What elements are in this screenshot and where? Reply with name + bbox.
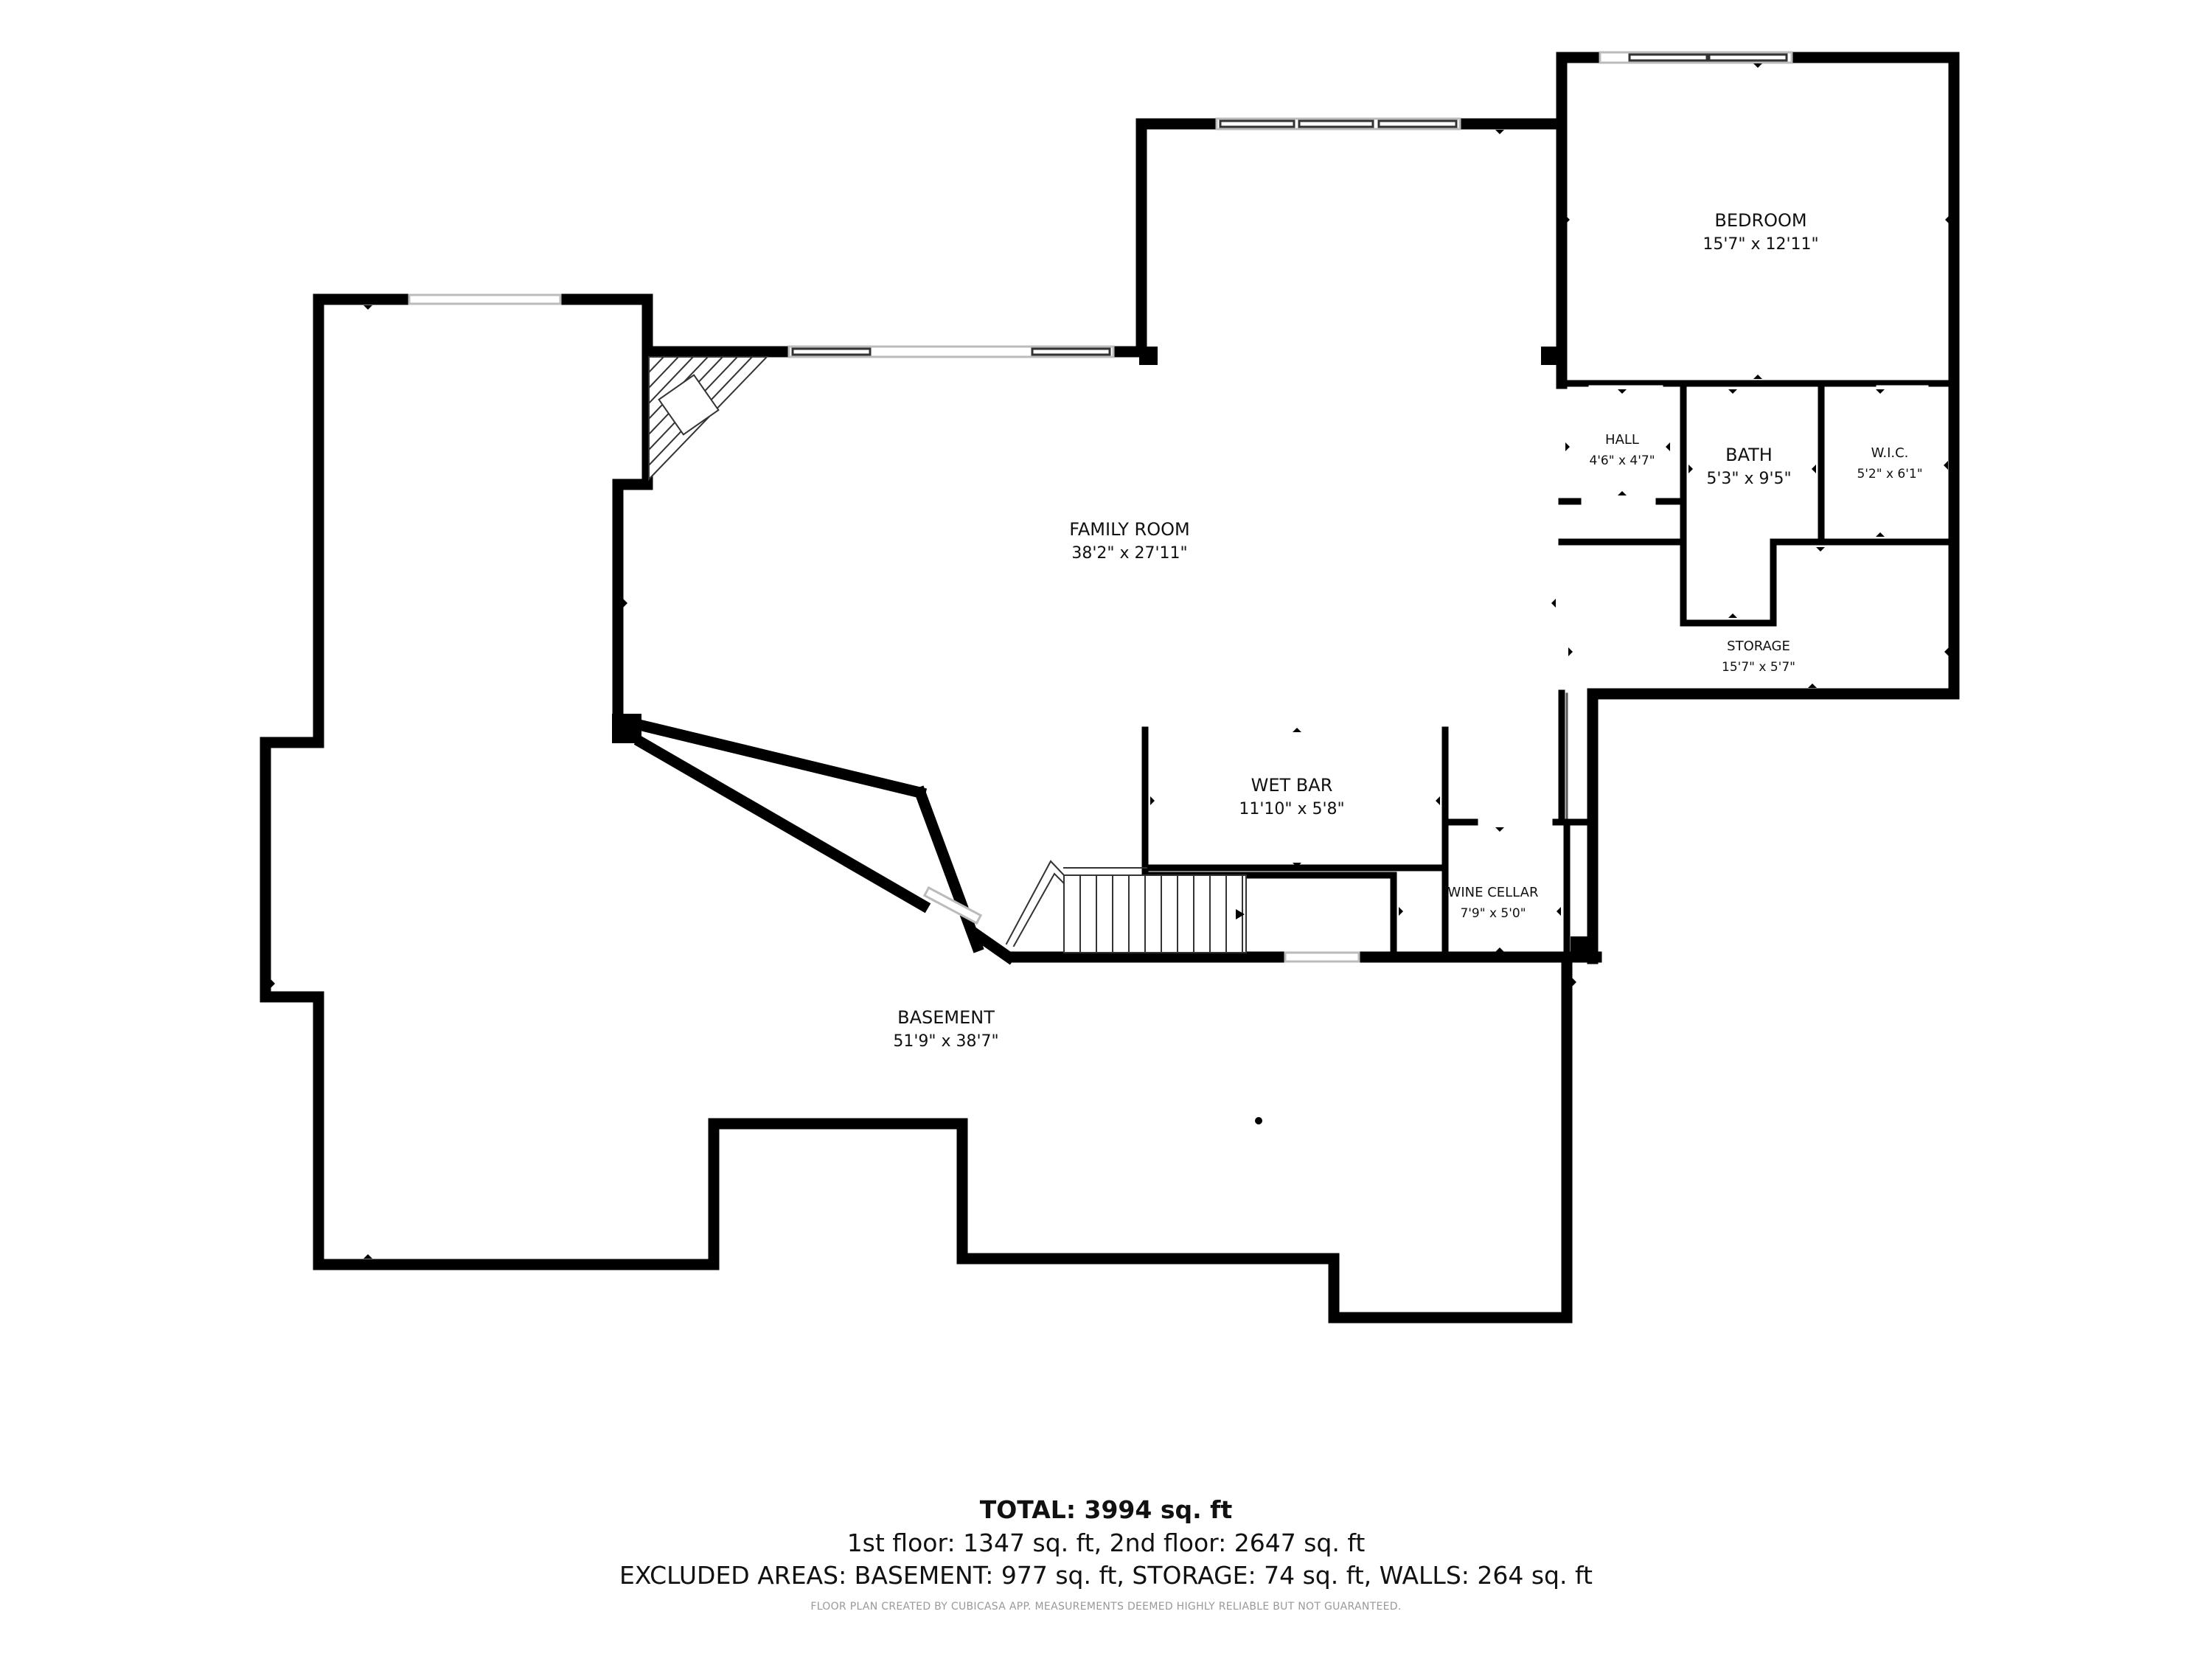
wall-stub <box>1571 936 1596 962</box>
area-summary: TOTAL: 3994 sq. ft 1st floor: 1347 sq. f… <box>0 1493 2212 1613</box>
room-dims-family-room: 38'2" x 27'11" <box>1071 544 1187 563</box>
room-name-family-room: FAMILY ROOM <box>1069 519 1189 540</box>
door-openings <box>1478 385 1929 827</box>
excluded-areas: EXCLUDED AREAS: BASEMENT: 977 sq. ft, ST… <box>619 1561 1593 1590</box>
room-name-wet-bar: WET BAR <box>1251 775 1333 796</box>
wall-stub <box>1541 347 1559 365</box>
room-name-bedroom: BEDROOM <box>1714 210 1806 231</box>
dimension-markers <box>271 63 1950 1259</box>
floor-areas: 1st floor: 1347 sq. ft, 2nd floor: 2647 … <box>846 1528 1366 1557</box>
room-name-storage: STORAGE <box>1727 639 1790 654</box>
room-dims-bedroom: 15'7" x 12'11" <box>1703 235 1818 254</box>
room-dims-wet-bar: 11'10" x 5'8" <box>1239 800 1344 818</box>
room-dims-storage: 15'7" x 5'7" <box>1722 660 1795 675</box>
room-dims-basement: 51'9" x 38'7" <box>893 1032 998 1051</box>
staircase <box>1005 860 1247 953</box>
family-room-walls <box>641 52 1960 964</box>
room-name-hall: HALL <box>1605 432 1639 448</box>
room-name-wic: W.I.C. <box>1871 445 1909 461</box>
total-area: TOTAL: 3994 sq. ft <box>979 1495 1233 1524</box>
wall-pillar <box>612 714 641 743</box>
wall-stub <box>1139 347 1158 365</box>
room-dims-bath: 5'3" x 9'5" <box>1706 470 1791 488</box>
room-name-basement: BASEMENT <box>897 1007 995 1028</box>
fireplace <box>647 355 769 481</box>
room-name-bath: BATH <box>1725 445 1773 465</box>
disclaimer: FLOOR PLAN CREATED BY CUBICASA APP. MEAS… <box>810 1601 1402 1613</box>
room-dims-wic: 5'2" x 6'1" <box>1857 467 1922 481</box>
basement-diagonal-wall <box>633 734 931 914</box>
stair-arrow-icon <box>1236 909 1245 919</box>
floor-drain-icon <box>1255 1117 1262 1124</box>
room-dims-hall: 4'6" x 4'7" <box>1589 453 1655 468</box>
room-dims-wine-cellar: 7'9" x 5'0" <box>1460 906 1526 921</box>
basement-walls <box>260 293 1602 1324</box>
room-name-wine-cellar: WINE CELLAR <box>1448 885 1539 900</box>
windows <box>408 51 1793 963</box>
